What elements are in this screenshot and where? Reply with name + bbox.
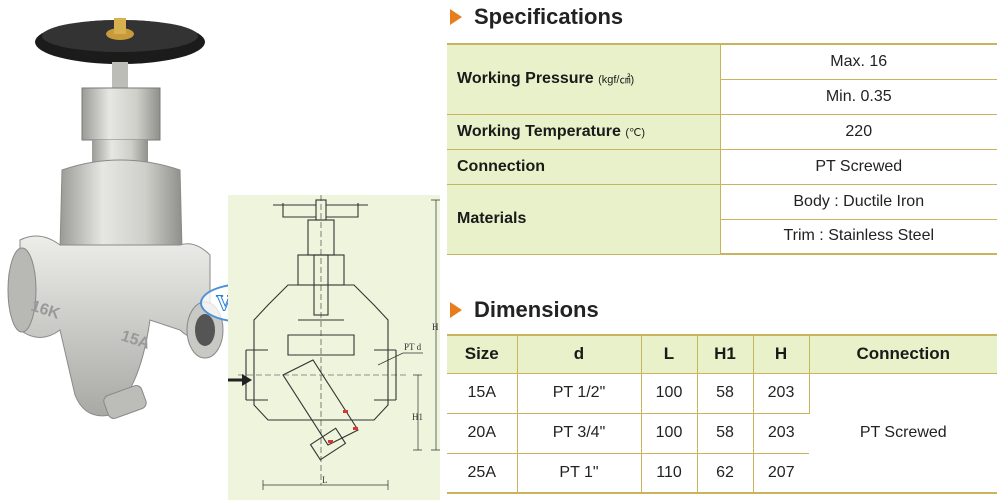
spec-value-temperature: 220 <box>720 114 997 150</box>
col-header-size: Size <box>447 334 518 374</box>
valve-illustration: 16K 15A <box>7 18 224 419</box>
cell-h: 203 <box>753 413 809 454</box>
cell-l: 110 <box>641 453 698 494</box>
spec-unit-pressure: (kgf/㎠) <box>598 74 635 87</box>
table-row: 25A PT 1" 110 62 207 <box>447 453 997 494</box>
specifications-table: Working Pressure (kgf/㎠) Max. 16 Min. 0.… <box>447 43 997 255</box>
specifications-title: Specifications <box>474 4 624 29</box>
bullet-triangle-icon <box>450 9 462 25</box>
spec-value-connection: PT Screwed <box>720 149 997 185</box>
cell-size: 25A <box>447 453 518 494</box>
dim-label-h: H <box>432 322 439 332</box>
cell-d: PT 3/4" <box>517 413 642 454</box>
spec-value-materials-trim: Trim : Stainless Steel <box>720 219 997 255</box>
dimensions-header-row: Size d L H1 H Connection <box>447 334 997 374</box>
cell-h1: 58 <box>697 373 754 414</box>
table-row: 15A PT 1/2" 100 58 203 PT Screwed <box>447 373 997 494</box>
product-photo: 16K 15A <box>0 0 235 440</box>
cell-h1: 62 <box>697 453 754 494</box>
bullet-triangle-icon <box>450 302 462 318</box>
cell-size: 20A <box>447 413 518 454</box>
cell-h1: 58 <box>697 413 754 454</box>
spec-row-pressure-max: Working Pressure (kgf/㎠) Max. 16 <box>447 43 997 115</box>
spec-value-pressure-max: Max. 16 <box>720 43 997 80</box>
spec-label-pressure: Working Pressure (kgf/㎠) <box>447 43 721 115</box>
dimensions-heading: Dimensions <box>450 297 599 323</box>
dim-label-l: L <box>322 475 328 485</box>
cell-d: PT 1" <box>517 453 642 494</box>
dim-label-ptd: PT d <box>404 342 422 352</box>
table-row: 20A PT 3/4" 100 58 203 <box>447 413 997 454</box>
specifications-heading: Specifications <box>450 4 623 30</box>
col-header-d: d <box>517 334 642 374</box>
dimensions-title: Dimensions <box>474 297 599 322</box>
spec-value-materials-body: Body : Ductile Iron <box>720 184 997 220</box>
spec-row-materials-trim: Trim : Stainless Steel <box>447 219 997 255</box>
cell-connection: PT Screwed <box>809 373 997 494</box>
valve-cross-section: H H1 L PT d <box>228 195 440 490</box>
spec-row-pressure-min: Min. 0.35 <box>447 79 997 115</box>
spec-label-connection: Connection <box>447 149 721 185</box>
col-header-h: H <box>753 334 810 374</box>
cell-l: 100 <box>641 373 698 414</box>
cell-size: 15A <box>447 373 518 414</box>
spec-row-temperature: Working Temperature (℃) 220 <box>447 114 997 150</box>
spec-unit-temperature: (℃) <box>625 126 646 139</box>
technical-drawing: H H1 L PT d <box>228 195 440 500</box>
cell-d: PT 1/2" <box>517 373 642 414</box>
cell-l: 100 <box>641 413 698 454</box>
spec-row-materials-body: Materials Body : Ductile Iron <box>447 184 997 255</box>
cell-h: 203 <box>753 373 810 414</box>
spec-row-connection: Connection PT Screwed <box>447 149 997 185</box>
dim-label-h1: H1 <box>412 412 423 422</box>
cell-h: 207 <box>753 453 809 494</box>
col-header-connection: Connection <box>809 334 997 374</box>
spec-label-materials: Materials <box>447 184 721 255</box>
col-header-h1: H1 <box>697 334 754 374</box>
col-header-l: L <box>641 334 698 374</box>
spec-value-pressure-min: Min. 0.35 <box>720 79 997 115</box>
spec-label-temperature: Working Temperature (℃) <box>447 114 721 150</box>
dimensions-table: Size d L H1 H Connection 15A PT 1/2" 100… <box>447 334 997 494</box>
